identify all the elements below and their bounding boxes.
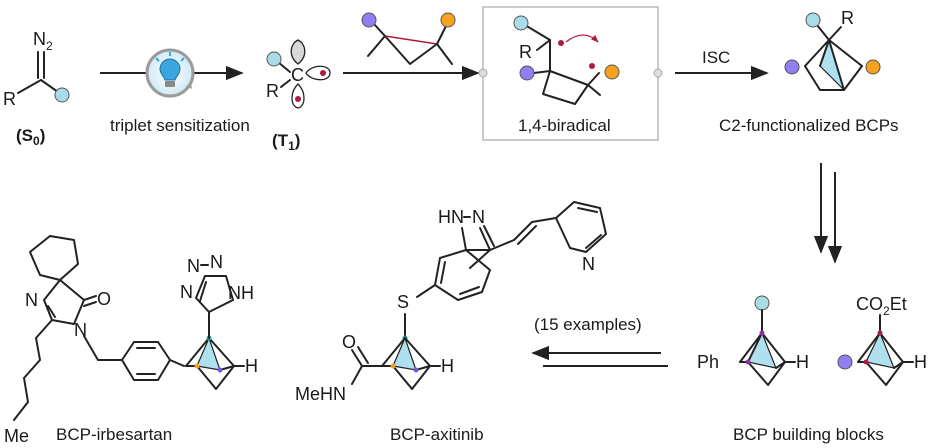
purple-substituent-icon: [784, 59, 800, 75]
cyan-substituent-icon: [513, 15, 529, 31]
svg-text:Me: Me: [4, 426, 29, 446]
svg-text:R: R: [266, 81, 279, 101]
biradical-structure: R: [513, 15, 620, 105]
svg-text:R: R: [519, 42, 532, 62]
lightbulb-recycle-icon: [145, 48, 195, 98]
c2-bcp-product: R: [784, 8, 881, 91]
c2-bcps-label: C2-functionalized BCPs: [719, 116, 899, 135]
cyan-substituent-icon: [754, 295, 770, 311]
purple-substituent-icon: [837, 354, 853, 370]
svg-text:H: H: [441, 356, 454, 376]
svg-text:MeHN: MeHN: [295, 384, 346, 404]
svg-text:HN: HN: [438, 207, 464, 227]
cyan-substituent-icon: [54, 87, 70, 103]
r-label: R: [3, 89, 16, 109]
bicyclobutane-reagent: [361, 12, 456, 65]
n2-label: N2: [33, 29, 53, 53]
bcp-irbesartan-structure: N N O Me H N N N NH: [4, 235, 258, 446]
purple-substituent-icon: [519, 65, 535, 81]
svg-text:N: N: [74, 320, 87, 340]
bcp-block-co2et: CO2Et H: [837, 294, 927, 386]
biradical-label: 1,4-biradical: [518, 116, 611, 135]
sensitization-label: triplet sensitization: [110, 116, 250, 135]
bcp-axitinib-structure: HN N N S H O: [295, 201, 607, 404]
svg-text:H: H: [796, 352, 809, 372]
cyan-substituent-icon: [805, 12, 821, 28]
svg-text:H: H: [245, 356, 258, 376]
s0-label: (S0): [16, 126, 45, 148]
biradical-box: [482, 6, 659, 141]
svg-text:R: R: [841, 8, 854, 28]
svg-text:N: N: [210, 252, 223, 272]
orange-substituent-icon: [440, 12, 456, 28]
axitinib-label: BCP-axitinib: [390, 425, 484, 444]
bcp-block-ph: Ph H: [697, 295, 809, 386]
svg-text:S: S: [397, 292, 409, 312]
svg-text:O: O: [97, 289, 111, 309]
purple-substituent-icon: [361, 12, 377, 28]
orange-substituent-icon: [865, 59, 881, 75]
diazo-substrate: N2 R: [3, 29, 70, 109]
svg-text:N: N: [25, 290, 38, 310]
irbesartan-label: BCP-irbesartan: [56, 425, 172, 444]
isc-label: ISC: [702, 48, 730, 67]
co2et-label: CO2Et: [856, 294, 907, 318]
orange-substituent-icon: [604, 64, 620, 80]
triplet-carbene: C R: [266, 39, 331, 109]
examples-label: (15 examples): [534, 315, 642, 334]
svg-text:C: C: [291, 65, 304, 85]
svg-text:O: O: [342, 332, 356, 352]
svg-text:Ph: Ph: [697, 352, 719, 372]
svg-text:N: N: [180, 282, 193, 302]
svg-text:N: N: [472, 207, 485, 227]
svg-text:NH: NH: [228, 283, 254, 303]
cyan-substituent-icon: [266, 51, 282, 67]
svg-text:N: N: [187, 256, 200, 276]
svg-text:N: N: [582, 254, 595, 274]
t1-label: (T1): [272, 131, 300, 153]
svg-text:H: H: [914, 352, 927, 372]
building-blocks-label: BCP building blocks: [733, 425, 884, 444]
